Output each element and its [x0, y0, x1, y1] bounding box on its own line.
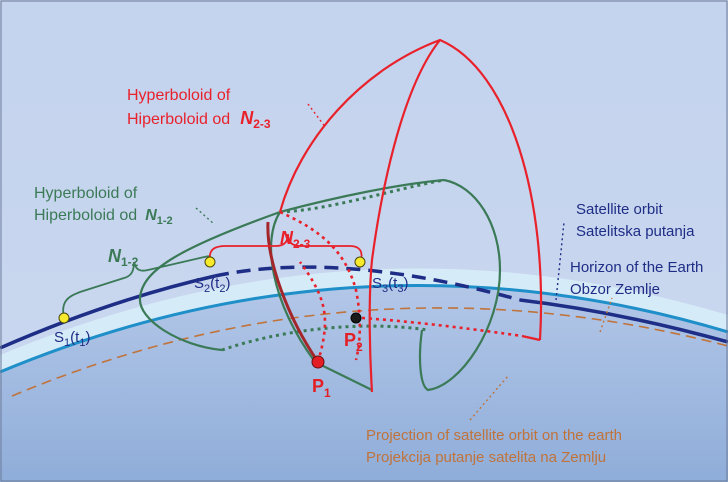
hyperboloid-n23-hidden-right	[361, 316, 523, 338]
satellite-orbit-line-middle	[214, 265, 521, 302]
label-s2-name: S	[194, 275, 204, 292]
label-s3: S3(t3)	[372, 275, 408, 295]
label-orbit-sr: Satelitska putanja	[576, 223, 695, 240]
hyperboloid-n12	[138, 178, 502, 392]
label-hyp23-symbol: N	[240, 108, 254, 128]
hyperboloid-n23-front-edge	[266, 221, 320, 363]
label-p1-sub: 1	[324, 386, 331, 400]
label-s1-close: )	[85, 329, 90, 346]
hyperboloid-n12-nose	[138, 210, 281, 352]
label-s3-open: (	[388, 275, 393, 292]
label-p1: P1	[312, 376, 331, 400]
label-p1-name: P	[312, 376, 324, 396]
point-p1-marker	[311, 355, 325, 369]
label-s3-time: t	[393, 275, 398, 292]
label-s3-close: )	[403, 275, 408, 292]
label-orbit-en: Satellite orbit	[576, 201, 664, 218]
hyperboloid-n23-outer-arch	[278, 38, 543, 341]
label-hyp23-sub: 2-3	[253, 117, 271, 131]
leader-horizon	[599, 297, 613, 333]
satellite-s2-marker	[204, 256, 216, 268]
label-brace23-sub: 2-3	[293, 237, 311, 251]
label-p2-sub: 2	[356, 340, 363, 354]
hyperboloid-n23-hidden-surface	[279, 210, 362, 361]
label-brace23: N2-3	[280, 228, 311, 251]
label-hyp23-en: Hyperboloid of	[127, 87, 231, 104]
label-s2-time: t	[215, 275, 220, 292]
label-hyp12-en: Hyperboloid of	[34, 185, 138, 202]
hyperboloid-n23-inner-arch	[368, 39, 441, 393]
brace-n23	[208, 233, 363, 263]
hyperboloid-n23-hidden-base	[298, 261, 327, 363]
label-s1-open: (	[70, 329, 75, 346]
leader-orbit	[555, 221, 565, 301]
label-hyp23-sr-text: Hiperboloid od	[127, 111, 230, 128]
label-s2: S2(t2)	[194, 275, 230, 295]
label-brace12-sub: 1-2	[121, 255, 139, 269]
satellite-orbit-line-right	[519, 298, 728, 344]
label-s1-time: t	[75, 329, 80, 346]
label-p2: P2	[344, 330, 363, 354]
hyperboloid-n23	[266, 38, 543, 393]
label-s1: S1(t1)	[54, 329, 90, 349]
label-s2-open: (	[210, 275, 215, 292]
leader-hyp12	[195, 207, 215, 225]
hyperboloid-n12-rim	[418, 178, 502, 392]
label-brace12-symbol: N	[108, 246, 122, 266]
hyperboloid-n12-bottom-hidden	[221, 324, 429, 352]
label-s2-time-sub: 2	[219, 283, 225, 295]
label-horizon-en: Horizon of the Earth	[570, 259, 703, 276]
hyperboloid-n12-inner-line	[270, 211, 316, 363]
hyperboloid-n12-top-edge	[279, 178, 445, 214]
label-projection-en: Projection of satellite orbit on the ear…	[366, 427, 622, 444]
satellite-s1-marker	[58, 312, 70, 324]
label-hyp12-sr-text: Hiperboloid od	[34, 207, 137, 224]
hyperboloid-n23-foot	[521, 334, 541, 342]
label-p2-name: P	[344, 330, 356, 350]
label-s1-name: S	[54, 329, 64, 346]
label-s3-name: S	[372, 275, 382, 292]
label-brace23-symbol: N	[280, 228, 294, 248]
point-p2-marker	[350, 312, 362, 324]
hyperboloid-n12-bottom-edge	[314, 361, 373, 391]
earth-surface	[0, 283, 728, 482]
projection-orbit-line	[11, 307, 728, 397]
label-s3-sub: 3	[382, 283, 388, 295]
brace-n12	[62, 255, 212, 319]
label-s2-close: )	[225, 275, 230, 292]
label-s3-time-sub: 3	[397, 283, 403, 295]
label-projection-sr: Projekcija putanje satelita na Zemlju	[366, 449, 606, 466]
satellite-s3-marker	[354, 256, 366, 268]
hyperboloid-n12-rim-hidden	[279, 178, 445, 214]
label-hyp12-sr: Hiperboloid od N1-2	[34, 207, 173, 227]
label-s2-sub: 2	[204, 283, 210, 295]
satellite-orbit-line-left	[0, 274, 216, 350]
label-hyp12-sub: 1-2	[157, 215, 173, 227]
label-hyp12-symbol: N	[145, 207, 157, 224]
leader-hyp23	[307, 103, 327, 129]
label-horizon-sr: Obzor Zemlje	[570, 281, 660, 298]
label-s1-time-sub: 1	[79, 337, 85, 349]
horizon-line	[0, 283, 728, 374]
label-hyp23-sr: Hiperboloid od N2-3	[127, 108, 271, 131]
label-brace12: N1-2	[108, 246, 139, 269]
atmosphere-band	[0, 268, 728, 372]
label-s1-sub: 1	[64, 337, 70, 349]
